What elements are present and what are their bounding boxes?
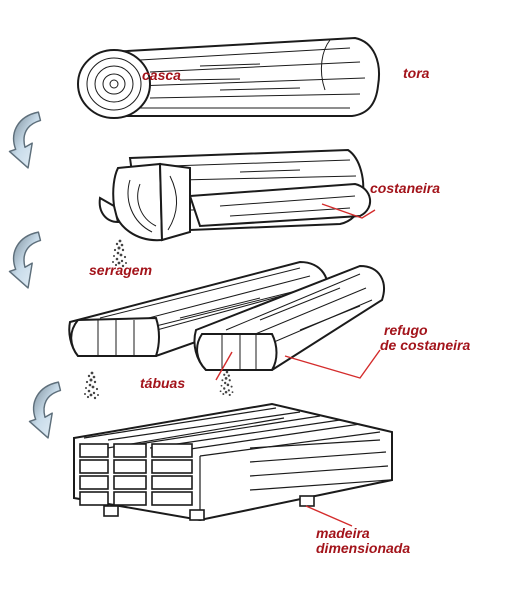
cut-boards (68, 260, 385, 371)
leader-refugo (284, 349, 381, 379)
label-refugo: refugo de costaneira (380, 323, 470, 353)
lumber-stack (73, 402, 393, 522)
sawdust-icon (219, 370, 234, 397)
label-refugo-line1: refugo (384, 322, 428, 338)
label-serragem: serragem (89, 262, 153, 278)
label-madeira: madeira dimensionada (316, 526, 410, 556)
leader-costaneira (321, 203, 376, 219)
label-madeira-line2: dimensionada (316, 540, 411, 556)
label-madeira-line1: madeira (316, 525, 370, 541)
label-tora: tora (403, 65, 430, 81)
sawdust-icon (84, 371, 99, 400)
curved-arrow-icon (8, 231, 42, 289)
curved-arrow-icon (28, 381, 62, 439)
leader-tabuas (215, 351, 233, 381)
label-costaneira: costaneira (370, 180, 441, 196)
slabbed-log (98, 148, 371, 242)
log (77, 36, 380, 119)
label-tabuas: tábuas (140, 375, 186, 391)
leader-lines (215, 203, 381, 527)
label-casca: casca (142, 67, 181, 83)
leader-madeira (305, 505, 353, 527)
label-refugo-line2: de costaneira (380, 337, 471, 353)
curved-arrow-icon (8, 111, 42, 169)
